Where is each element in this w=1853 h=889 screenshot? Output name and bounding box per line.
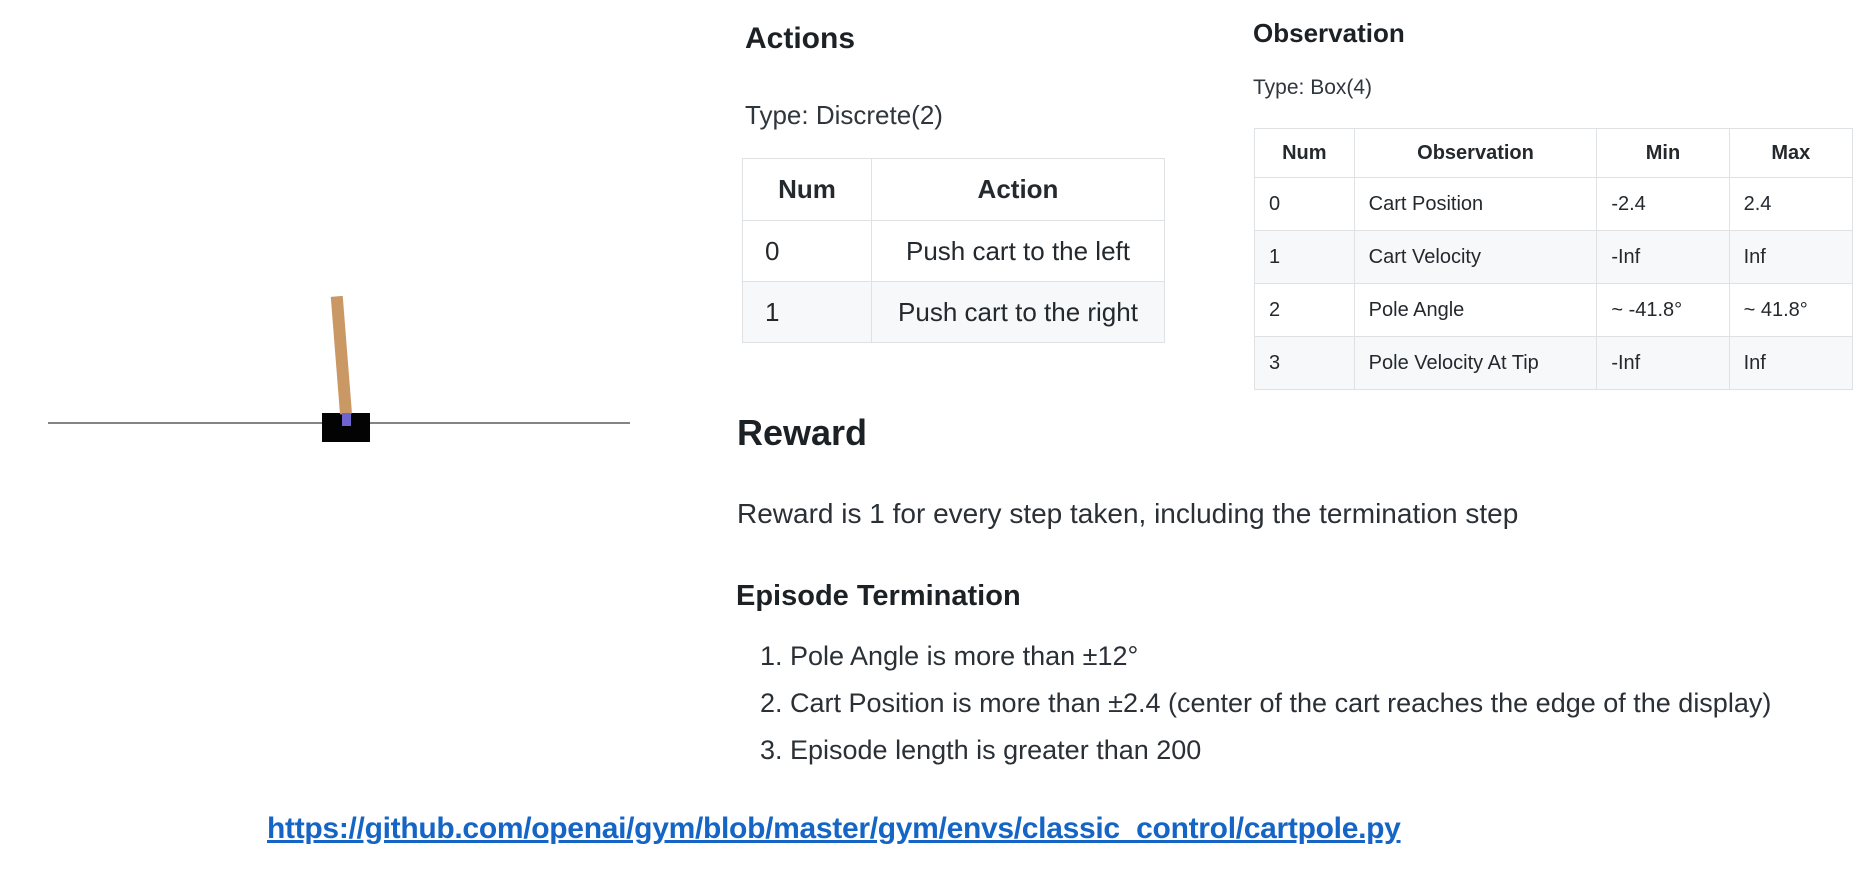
obs-max-cell: 2.4 [1728,177,1853,231]
github-source-link[interactable]: https://github.com/openai/gym/blob/maste… [267,812,1401,845]
observation-title: Observation [1253,18,1405,48]
obs-name-cell: Cart Position [1353,177,1598,231]
list-item: Episode length is greater than 200 [790,730,1771,777]
obs-num-cell: 0 [1254,177,1355,231]
table-row: 1 Push cart to the right [742,281,1165,343]
observation-table-header-row: Num Observation Min Max [1254,128,1853,178]
obs-num-cell: 2 [1254,283,1355,337]
action-num-cell: 0 [742,220,872,282]
table-row: 1 Cart Velocity -Inf Inf [1254,230,1853,284]
obs-num-cell: 3 [1254,336,1355,390]
obs-name-cell: Pole Velocity At Tip [1353,336,1598,390]
obs-min-cell: -Inf [1596,336,1730,390]
obs-header-num: Num [1254,128,1355,178]
episode-termination-title: Episode Termination [736,580,1021,612]
reward-title: Reward [737,412,868,453]
obs-header-max: Max [1728,128,1853,178]
obs-max-cell: Inf [1728,230,1853,284]
observation-table: Num Observation Min Max 0 Cart Position … [1254,128,1853,390]
obs-name-cell: Pole Angle [1353,283,1598,337]
actions-header-action: Action [871,158,1165,221]
obs-max-cell: Inf [1728,336,1853,390]
action-desc-cell: Push cart to the right [871,281,1165,343]
episode-termination-list: Pole Angle is more than ±12° Cart Positi… [744,636,1771,777]
table-row: 3 Pole Velocity At Tip -Inf Inf [1254,336,1853,390]
action-num-cell: 1 [742,281,872,343]
obs-min-cell: -2.4 [1596,177,1730,231]
observation-type-label: Type: Box(4) [1253,76,1373,99]
obs-name-cell: Cart Velocity [1353,230,1598,284]
actions-table-header-row: Num Action [742,158,1165,221]
table-row: 0 Push cart to the left [742,220,1165,282]
actions-title: Actions [745,22,856,55]
table-row: 2 Pole Angle ~ -41.8° ~ 41.8° [1254,283,1853,337]
action-desc-cell: Push cart to the left [871,220,1165,282]
cartpole-pole [330,295,352,415]
obs-max-cell: ~ 41.8° [1728,283,1853,337]
reward-description: Reward is 1 for every step taken, includ… [737,498,1519,529]
actions-table: Num Action 0 Push cart to the left 1 Pus… [742,158,1165,343]
obs-header-observation: Observation [1353,128,1598,178]
list-item: Pole Angle is more than ±12° [790,636,1771,683]
obs-header-min: Min [1596,128,1730,178]
list-item: Cart Position is more than ±2.4 (center … [790,683,1771,730]
obs-num-cell: 1 [1254,230,1355,284]
obs-min-cell: ~ -41.8° [1596,283,1730,337]
actions-type-label: Type: Discrete(2) [745,100,943,130]
cartpole-axle [342,413,351,426]
obs-min-cell: -Inf [1596,230,1730,284]
actions-header-num: Num [742,158,872,221]
table-row: 0 Cart Position -2.4 2.4 [1254,177,1853,231]
